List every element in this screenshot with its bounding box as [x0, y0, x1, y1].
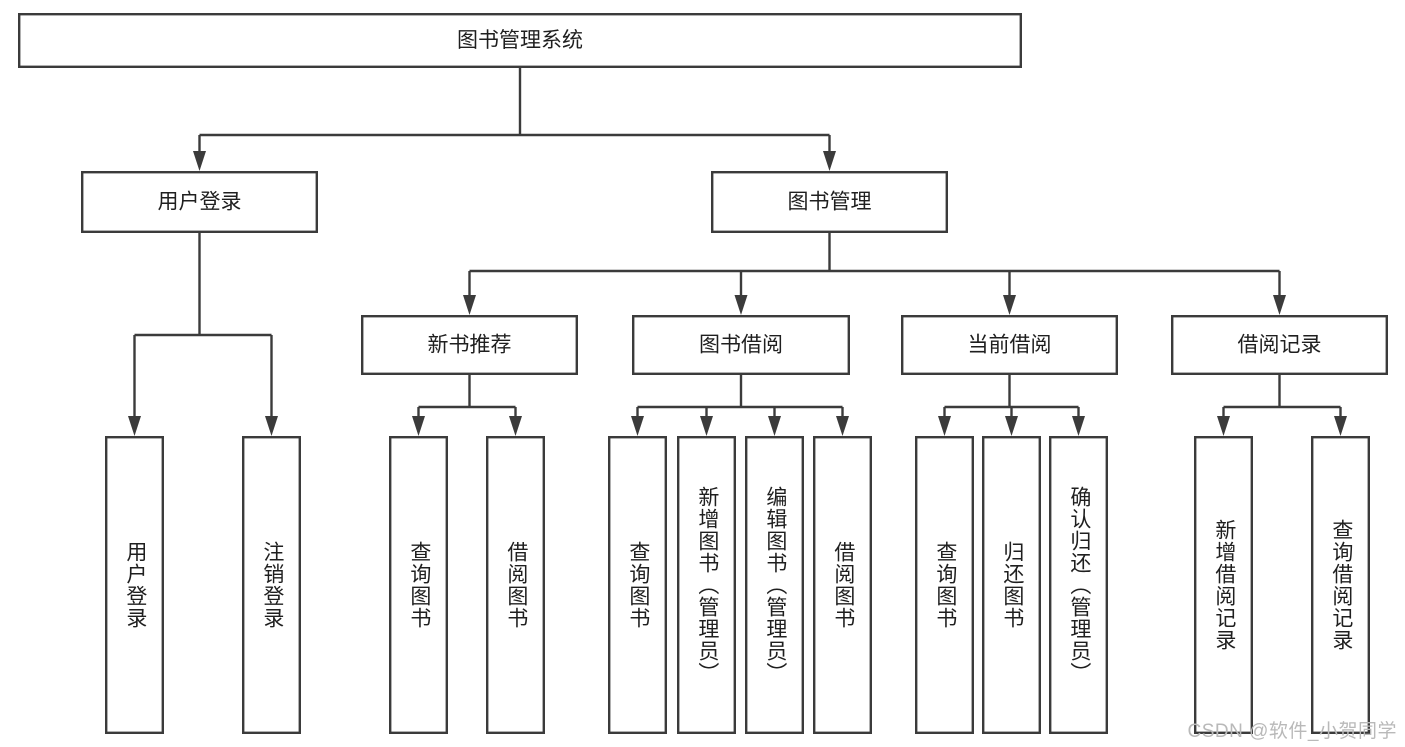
- node-leaf-query-borrow-record[interactable]: [1310, 436, 1370, 735]
- node-book-borrow[interactable]: 图书借阅: [632, 315, 851, 376]
- node-box-leaf-query-book-2[interactable]: [608, 436, 668, 735]
- arrow-head-icon: [836, 416, 849, 436]
- node-box-leaf-confirm-return-admin[interactable]: [1048, 436, 1108, 735]
- node-box-book-manage[interactable]: [711, 170, 949, 233]
- arrow-head-icon: [768, 416, 781, 436]
- node-label-root: 图书管理系统: [457, 29, 583, 52]
- edge-book-manage-to-current-borrow: [1003, 271, 1016, 315]
- node-label-borrow-record: 借阅记录: [1238, 334, 1322, 357]
- arrow-head-icon: [823, 151, 836, 171]
- node-box-leaf-add-book-admin[interactable]: [677, 436, 737, 735]
- edge-group-book-manage: [463, 233, 1286, 315]
- edge-book-borrow-to-leaf-add-book-admin: [700, 407, 713, 436]
- node-leaf-borrow-book-2[interactable]: [813, 436, 873, 735]
- node-box-user-login[interactable]: [80, 170, 319, 233]
- edge-book-manage-to-new-book-recommend: [463, 271, 476, 315]
- node-leaf-add-book-admin[interactable]: [677, 436, 737, 735]
- edge-current-borrow-to-leaf-query-book-3: [938, 407, 951, 436]
- node-leaf-query-book-2[interactable]: [608, 436, 668, 735]
- edge-book-manage-to-borrow-record: [1273, 271, 1286, 315]
- node-box-leaf-user-login[interactable]: [104, 436, 164, 735]
- arrow-head-icon: [193, 151, 206, 171]
- edge-user-login-to-leaf-user-logout: [265, 335, 278, 436]
- node-box-leaf-query-book-1[interactable]: [389, 436, 449, 735]
- arrow-head-icon: [509, 416, 522, 436]
- edge-new-book-recommend-to-leaf-borrow-book-1: [509, 407, 522, 436]
- arrow-head-icon: [1005, 416, 1018, 436]
- edge-root-to-user-login: [193, 135, 206, 171]
- node-leaf-query-book-3[interactable]: [915, 436, 975, 735]
- node-box-root[interactable]: [18, 12, 1022, 68]
- edge-layer: [128, 68, 1347, 436]
- arrow-head-icon: [1072, 416, 1085, 436]
- node-borrow-record[interactable]: 借阅记录: [1170, 315, 1388, 376]
- node-book-manage[interactable]: 图书管理: [711, 170, 949, 233]
- arrow-head-icon: [1273, 295, 1286, 315]
- edge-book-borrow-to-leaf-query-book-2: [631, 407, 644, 436]
- node-label-user-login: 用户登录: [158, 191, 242, 214]
- arrow-head-icon: [128, 416, 141, 436]
- edge-group-current-borrow: [938, 375, 1085, 436]
- arrow-head-icon: [700, 416, 713, 436]
- node-box-current-borrow[interactable]: [901, 315, 1119, 376]
- node-current-borrow[interactable]: 当前借阅: [901, 315, 1119, 376]
- arrow-head-icon: [938, 416, 951, 436]
- arrow-head-icon: [463, 295, 476, 315]
- edge-borrow-record-to-leaf-add-borrow-record: [1217, 407, 1230, 436]
- node-box-leaf-borrow-book-1[interactable]: [486, 436, 546, 735]
- edge-group-book-borrow: [631, 375, 849, 436]
- arrow-head-icon: [1217, 416, 1230, 436]
- edge-current-borrow-to-leaf-confirm-return-admin: [1072, 407, 1085, 436]
- node-leaf-confirm-return-admin[interactable]: [1048, 436, 1108, 735]
- node-box-leaf-return-book[interactable]: [982, 436, 1042, 735]
- node-label-book-borrow: 图书借阅: [699, 334, 783, 357]
- node-label-current-borrow: 当前借阅: [968, 334, 1052, 357]
- arrow-head-icon: [631, 416, 644, 436]
- arrow-head-icon: [265, 416, 278, 436]
- node-box-leaf-edit-book-admin[interactable]: [745, 436, 805, 735]
- edge-group-root: [193, 68, 836, 171]
- node-label-book-manage: 图书管理: [788, 191, 872, 214]
- node-box-leaf-add-borrow-record[interactable]: [1193, 436, 1253, 735]
- edge-book-manage-to-book-borrow: [734, 271, 748, 315]
- edge-book-borrow-to-leaf-borrow-book-2: [836, 407, 849, 436]
- node-user-login[interactable]: 用户登录: [80, 170, 319, 233]
- node-box-new-book-recommend[interactable]: [361, 315, 579, 376]
- edge-borrow-record-to-leaf-query-borrow-record: [1334, 407, 1347, 436]
- node-label-new-book-recommend: 新书推荐: [428, 334, 512, 357]
- node-box-borrow-record[interactable]: [1170, 315, 1388, 376]
- edge-current-borrow-to-leaf-return-book: [1005, 407, 1018, 436]
- edge-group-user-login: [128, 233, 278, 436]
- watermark-text: CSDN @软件_小贺同学: [1187, 721, 1397, 742]
- node-root[interactable]: 图书管理系统: [18, 12, 1022, 68]
- node-leaf-query-book-1[interactable]: [389, 436, 449, 735]
- edge-root-to-book-manage: [823, 135, 836, 171]
- node-leaf-borrow-book-1[interactable]: [486, 436, 546, 735]
- node-leaf-return-book[interactable]: [982, 436, 1042, 735]
- edge-group-borrow-record: [1217, 375, 1347, 436]
- edge-user-login-to-leaf-user-login: [128, 335, 141, 436]
- arrow-head-icon: [412, 416, 425, 436]
- node-box-leaf-user-logout[interactable]: [241, 436, 301, 735]
- edge-new-book-recommend-to-leaf-query-book-1: [412, 407, 425, 436]
- node-leaf-edit-book-admin[interactable]: [745, 436, 805, 735]
- arrow-head-icon: [1003, 295, 1016, 315]
- arrow-head-icon: [1334, 416, 1347, 436]
- node-leaf-user-login[interactable]: [104, 436, 164, 735]
- arrow-head-icon: [734, 295, 748, 315]
- node-box-book-borrow[interactable]: [632, 315, 851, 376]
- node-new-book-recommend[interactable]: 新书推荐: [361, 315, 579, 376]
- edge-group-new-book-recommend: [412, 375, 522, 436]
- node-leaf-add-borrow-record[interactable]: [1193, 436, 1253, 735]
- node-leaf-user-logout[interactable]: [241, 436, 301, 735]
- node-box-leaf-query-book-3[interactable]: [915, 436, 975, 735]
- node-box-leaf-query-borrow-record[interactable]: [1310, 436, 1370, 735]
- edge-book-borrow-to-leaf-edit-book-admin: [768, 407, 781, 436]
- node-box-leaf-borrow-book-2[interactable]: [813, 436, 873, 735]
